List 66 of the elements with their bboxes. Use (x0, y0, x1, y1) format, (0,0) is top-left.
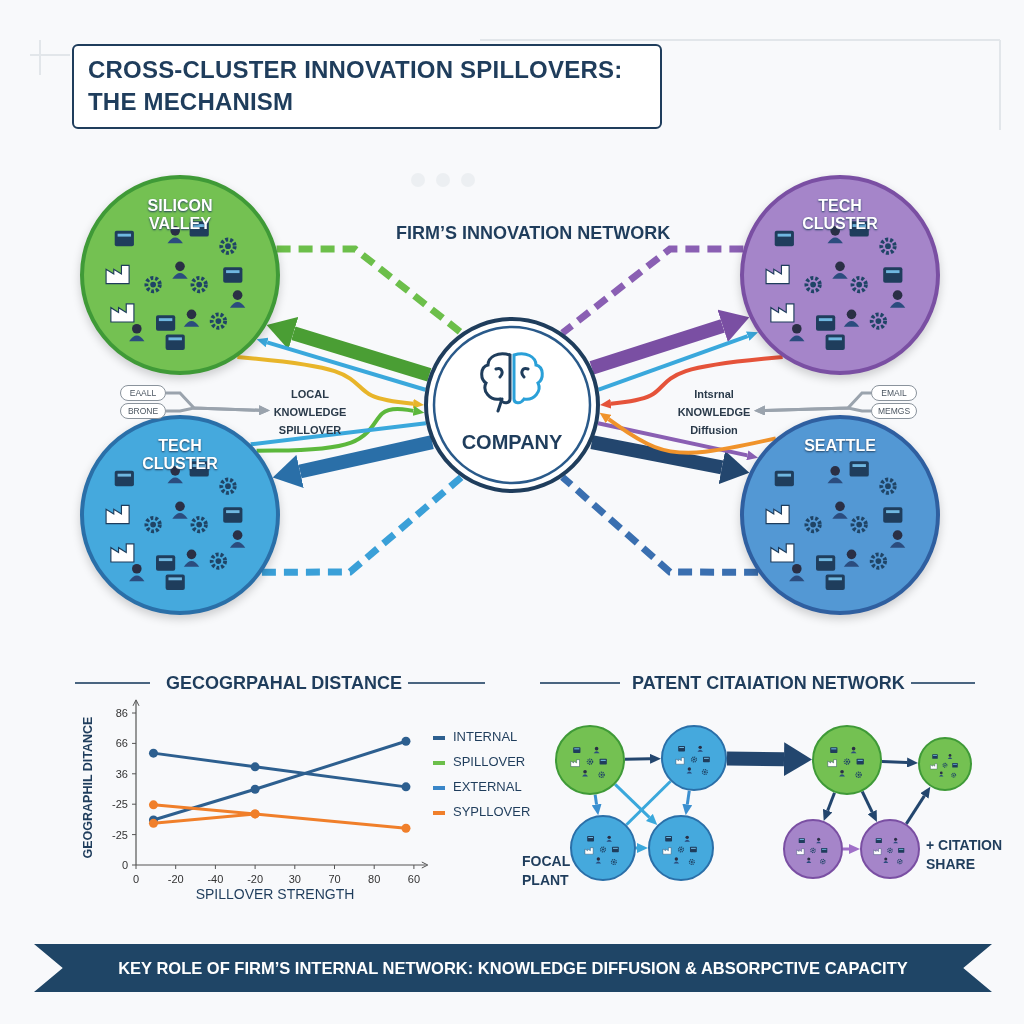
axis-tick-label: 36 (114, 766, 128, 782)
arrow (905, 786, 931, 825)
axis-tick-label: 0 (131, 872, 141, 887)
node-caption: + CITATION SHARE (926, 836, 1004, 874)
tag-pill: MEMGS (871, 403, 917, 419)
tag-pill: BRONE (120, 403, 166, 419)
title: CROSS-CLUSTER INNOVATION SPILLOVERS: THE MECHANISM (72, 44, 662, 129)
arrow (754, 405, 871, 416)
axis-title: SPILLOVER STRENGTH (194, 887, 356, 902)
dashed-connector (560, 245, 744, 336)
arrow (860, 790, 877, 822)
legend-label: INTERNAL (453, 729, 518, 744)
dashed-connector (261, 474, 464, 576)
banner: KEY ROLE OF FIRM’S INTERNAL NETWORK: KNOWLEDGE DIFFUSION & ABSORPCTIVE CAPACITY (34, 944, 992, 992)
axis-tick-label: -20 (166, 872, 185, 887)
axis-tick-label: 80 (367, 872, 382, 887)
cluster-title: TECH CLUSTER (801, 197, 879, 233)
tag-pill: EAALL (120, 385, 166, 401)
axis-tick-label: -25 (111, 797, 128, 813)
thick-arrow (272, 435, 434, 489)
company-label: COMPANY (460, 431, 564, 454)
legend-label: EXTERNAL (453, 779, 522, 794)
annotation-text: Intsrnal KNOWLEDGE Diffusion (674, 385, 754, 439)
node-caption: FOCAL PLANT (522, 852, 571, 890)
cluster-title: TECH CLUSTER (141, 437, 219, 473)
legend-label: SYPLLOVER (453, 804, 531, 819)
arrow (598, 331, 759, 392)
axis-tick-label: 86 (114, 706, 128, 721)
arrow (843, 844, 860, 854)
axis-tick-label: -20 (246, 872, 265, 887)
connector-line (250, 421, 427, 447)
arrow (682, 790, 693, 816)
tag-pill: EMAIL (871, 385, 917, 401)
arrow (822, 792, 836, 821)
patent-cluster-circle (783, 819, 843, 879)
arrow (256, 405, 425, 453)
thick-arrow (590, 435, 750, 485)
cluster-title: SILICON VALLEY (146, 197, 214, 233)
arrow (614, 783, 658, 826)
arrow (591, 794, 602, 816)
axis-title: GEOGRAPHIL DITANCE (80, 715, 96, 861)
arrow (166, 405, 270, 416)
cluster-title: SEATTLE (803, 437, 877, 455)
legend-label: SPILLOVER (453, 754, 526, 769)
thick-arrow (726, 742, 812, 777)
thick-arrow (589, 309, 750, 375)
patent-cluster-circle (918, 737, 972, 791)
dashed-connector (276, 245, 464, 336)
axis-tick-label: -25 (111, 827, 128, 843)
arrow (237, 354, 424, 409)
arrow (624, 753, 661, 764)
arrow (600, 354, 783, 409)
axis-tick-label: 0 (120, 858, 128, 873)
patent-cluster-circle (860, 819, 920, 879)
annotation-text: LOCAL KNOWLEDGE SPILLOVER (270, 385, 350, 439)
axis-tick-label: 30 (287, 872, 302, 887)
axis-tick-label: -40 (206, 872, 225, 887)
connector-line (625, 780, 672, 826)
thick-arrow (266, 316, 432, 382)
arrow (636, 843, 648, 853)
arrow (597, 421, 759, 461)
axis-tick-label: 70 (327, 872, 342, 887)
axis-tick-label: 60 (406, 872, 421, 887)
dashed-connector (560, 474, 759, 576)
arrow (881, 757, 918, 768)
axis-tick-label: 66 (114, 736, 128, 752)
